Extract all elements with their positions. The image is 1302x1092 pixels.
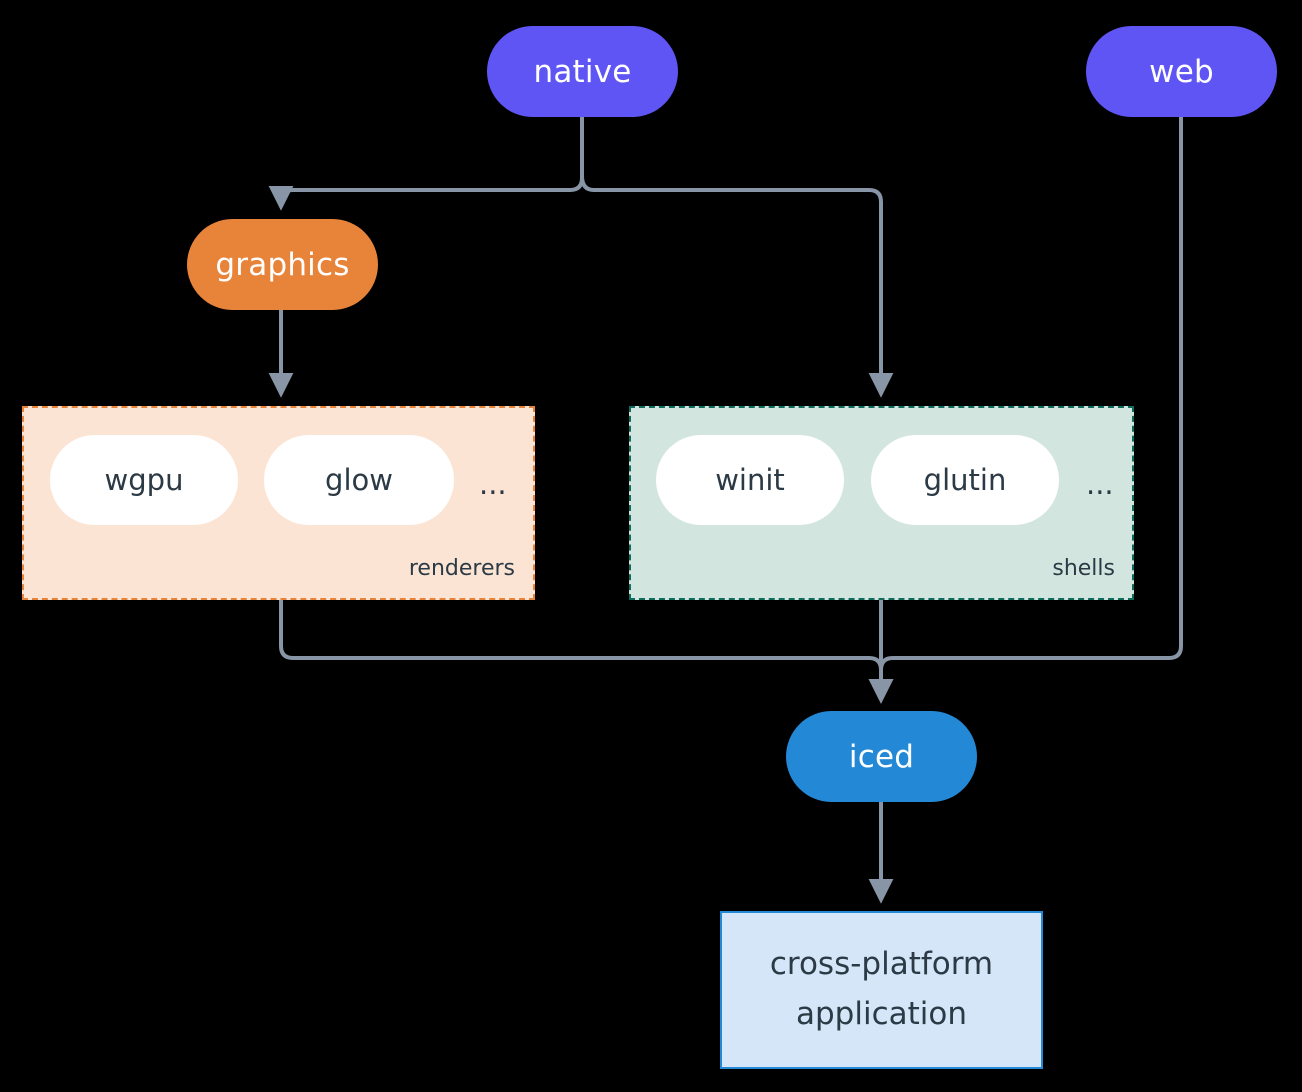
node-iced-label: iced [848,738,915,775]
edge-native-shells [580,175,894,398]
node-native-label: native [533,53,632,90]
node-glow[interactable]: glow [264,435,454,525]
node-cross-platform-application[interactable]: cross-platform application [720,911,1043,1069]
node-graphics-label: graphics [215,246,350,283]
node-wgpu[interactable]: wgpu [50,435,238,525]
renderers-overflow-ellipsis: ... [479,467,507,501]
node-app-label-line1: cross-platform [769,946,994,983]
node-web[interactable]: web [1086,26,1277,117]
node-app-label-line2: application [796,996,967,1032]
node-wgpu-label: wgpu [104,463,184,497]
edge-native-graphics [268,176,584,211]
node-glow-label: glow [325,463,393,497]
node-winit-label: winit [715,463,785,497]
edge-renderers-iced [279,600,894,704]
node-iced[interactable]: iced [786,711,977,802]
node-native[interactable]: native [487,26,678,117]
node-glutin-label: glutin [923,463,1007,497]
node-glutin[interactable]: glutin [871,435,1059,525]
cluster-shells-label: shells [1052,556,1115,581]
node-web-label: web [1149,53,1214,90]
node-graphics[interactable]: graphics [187,219,378,310]
edge-web-iced [868,117,1183,704]
node-winit[interactable]: winit [656,435,844,525]
cluster-renderers-label: renderers [408,556,515,581]
shells-overflow-ellipsis: ... [1086,467,1114,501]
